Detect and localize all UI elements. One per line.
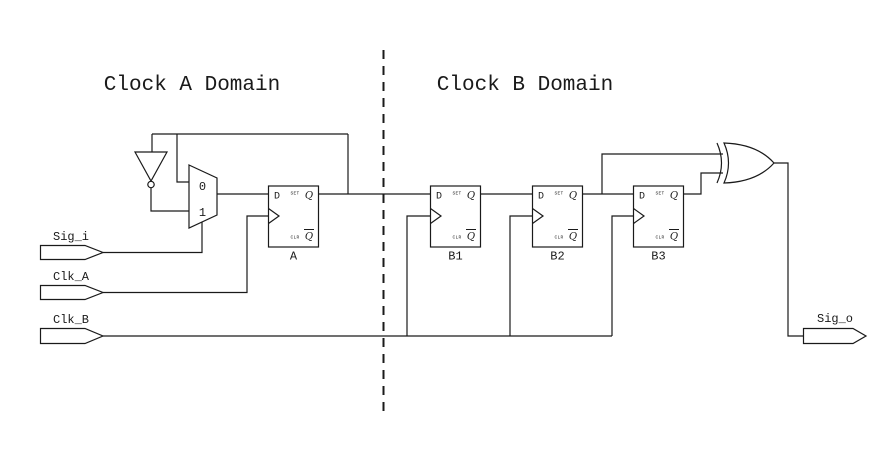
ff-q-pin-label: Q [569, 191, 577, 202]
ff-qbar-pin-label: Q [305, 232, 313, 243]
output-port-icon [802, 327, 868, 345]
ff-q-pin-label: Q [670, 191, 678, 202]
ff-body [531, 185, 584, 248]
ff-qbar-pin-label: Q [670, 232, 678, 243]
wire-clk-b-to-b2 [509, 215, 532, 336]
mux-input-1-label: 1 [199, 206, 206, 220]
clk-b-label: Clk_B [53, 313, 89, 327]
input-port-icon [39, 327, 105, 345]
ff-d-pin-label: D [274, 192, 280, 203]
xor-extra-arc [716, 142, 723, 184]
ff-d-pin-label: D [436, 192, 442, 203]
sig-i-label: Sig_i [53, 230, 89, 244]
wire-clk-a-to-ffa [103, 215, 268, 294]
ff-set-pin-label: SET [655, 191, 664, 197]
clock-b-domain-title: Clock B Domain [437, 74, 613, 97]
wire-clk-b-to-b3 [611, 215, 633, 336]
sig-o-label: Sig_o [817, 312, 853, 326]
input-port-icon [39, 284, 105, 301]
ff-clock-wedge-icon [268, 208, 281, 224]
port-clk-b: Clk_B [39, 313, 105, 345]
wire-inverter-output [150, 188, 189, 212]
ff-d-pin-label: D [538, 192, 544, 203]
ff-body [632, 185, 685, 248]
ff-name-label: B3 [651, 250, 665, 264]
wire-b3-q-to-xor-bottom [683, 172, 723, 195]
wires [103, 133, 803, 337]
ff-clock-wedge-icon [532, 208, 545, 224]
inverter-bubble [147, 180, 155, 189]
ff-body [267, 185, 320, 248]
ff-clr-pin-label: CLR [452, 235, 461, 241]
ff-set-pin-label: SET [554, 191, 563, 197]
ff-q-pin-label: Q [305, 191, 313, 202]
xor-body [723, 142, 775, 184]
wire-clk-b-to-b1 [406, 215, 430, 336]
clk-a-label: Clk_A [53, 270, 90, 284]
flipflop-b1: D SET Q CLR Q B1 [429, 185, 482, 264]
xor-gate-icon [716, 142, 775, 184]
ff-set-pin-label: SET [452, 191, 461, 197]
wire-b2-q-to-xor-top [601, 153, 723, 194]
ff-clock-wedge-icon [633, 208, 646, 224]
wire-xor-to-sig-o [774, 162, 803, 337]
ff-body [429, 185, 482, 248]
ff-qbar-pin-label: Q [467, 232, 475, 243]
ff-name-label: B1 [448, 250, 462, 264]
ff-clock-wedge-icon [430, 208, 443, 224]
port-clk-a: Clk_A [39, 270, 105, 301]
wire-sig-i-to-mux-select [103, 222, 203, 254]
mux-2to1-icon: 0 1 [188, 164, 218, 229]
input-port-icon [39, 244, 105, 261]
not-gate-icon [133, 151, 169, 189]
mux-body [188, 164, 218, 229]
inverter-triangle [133, 151, 169, 183]
ff-name-label: B2 [550, 250, 564, 264]
ff-clr-pin-label: CLR [655, 235, 664, 241]
ff-q-pin-label: Q [467, 191, 475, 202]
flipflop-a: D SET Q CLR Q A [267, 185, 320, 264]
ff-set-pin-label: SET [290, 191, 299, 197]
ff-name-label: A [290, 250, 298, 264]
ff-d-pin-label: D [639, 192, 645, 203]
ff-clr-pin-label: CLR [290, 235, 299, 241]
ff-qbar-pin-label: Q [569, 232, 577, 243]
wire-mux-input0 [176, 134, 189, 183]
flipflop-b2: D SET Q CLR Q B2 [531, 185, 584, 264]
port-sig-o: Sig_o [802, 312, 868, 345]
ff-clr-pin-label: CLR [554, 235, 563, 241]
clock-a-domain-title: Clock A Domain [104, 74, 280, 97]
mux-input-0-label: 0 [199, 180, 206, 194]
port-sig-i: Sig_i [39, 230, 105, 261]
flipflop-b3: D SET Q CLR Q B3 [632, 185, 685, 264]
